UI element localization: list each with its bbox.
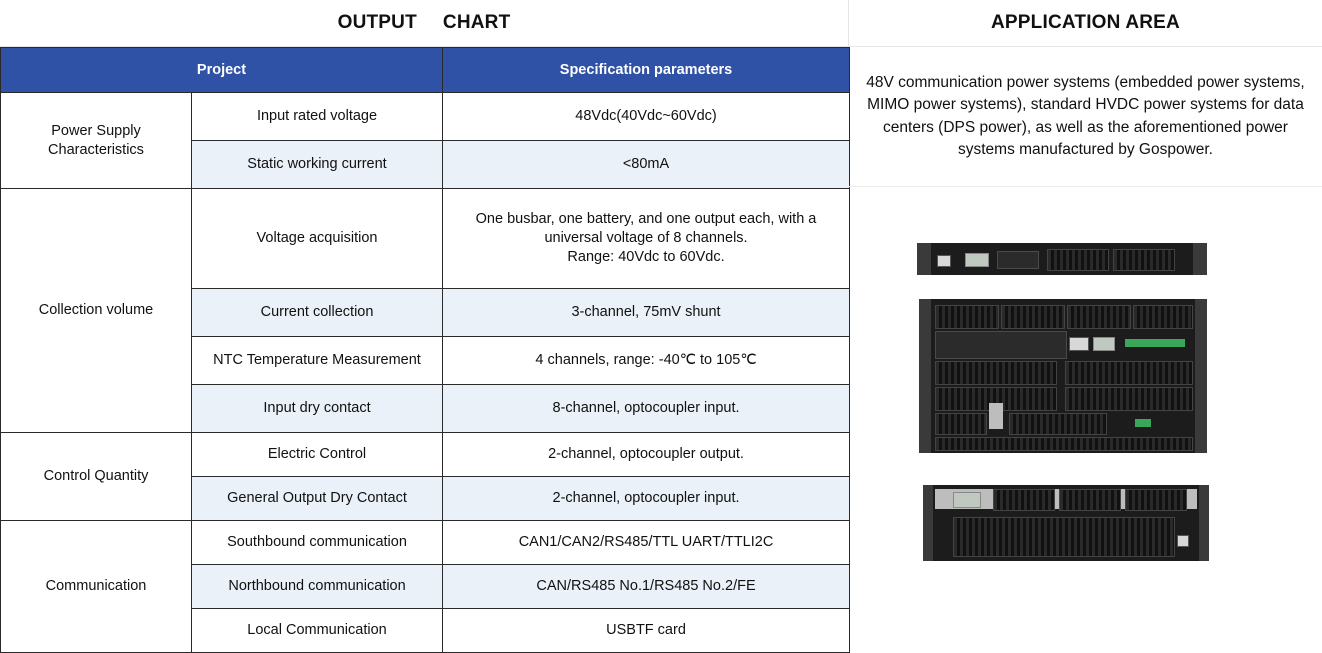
value-cell: CAN/RS485 No.1/RS485 No.2/FE (442, 564, 851, 609)
item-cell: Electric Control (190, 432, 444, 477)
controller-unit-2u (923, 485, 1209, 561)
value-line: universal voltage of 8 channels. (544, 230, 748, 246)
value-cell: 8-channel, optocoupler input. (442, 384, 851, 433)
column-header-project: Project (0, 47, 444, 93)
item-cell: Northbound communication (190, 564, 444, 609)
table-row: Static working current <80mA (0, 140, 851, 189)
output-chart-title: OUTPUT CHART (0, 0, 849, 47)
table-row: Control Quantity Electric Control 2-chan… (0, 432, 851, 521)
value-cell: 4 channels, range: -40℃ to 105℃ (442, 336, 851, 385)
table-row: Power Supply Characteristics Input rated… (0, 92, 851, 189)
value-cell: One busbar, one battery, and one output … (442, 188, 851, 289)
value-cell: USBTF card (442, 608, 851, 653)
title-word-chart: CHART (442, 12, 511, 33)
group-power-supply: Power Supply Characteristics (0, 92, 192, 189)
application-area-section: APPLICATION AREA 48V communication power… (849, 0, 1322, 652)
value-cell: CAN1/CAN2/RS485/TTL UART/TTLI2C (442, 520, 851, 565)
group-control-quantity: Control Quantity (0, 432, 192, 521)
product-image (849, 187, 1322, 652)
item-cell: General Output Dry Contact (190, 476, 444, 521)
title-word-output: OUTPUT (337, 12, 417, 33)
group-communication: Communication (0, 520, 192, 653)
value-line: One busbar, one battery, and one output … (475, 211, 817, 227)
rack-power-system (919, 299, 1207, 453)
item-cell: Voltage acquisition (190, 188, 444, 289)
application-area-description: 48V communication power systems (embedde… (849, 47, 1322, 187)
table-row: Collection volume Voltage acquisition On… (0, 188, 851, 433)
item-cell: Input dry contact (190, 384, 444, 433)
table-row: Communication Southbound communication C… (0, 520, 851, 653)
application-area-title: APPLICATION AREA (849, 0, 1322, 47)
output-chart-section: OUTPUT CHART Project Specification param… (0, 0, 851, 653)
item-cell: Local Communication (190, 608, 444, 653)
value-cell: <80mA (442, 140, 851, 189)
column-header-spec: Specification parameters (442, 47, 851, 93)
item-cell: NTC Temperature Measurement (190, 336, 444, 385)
item-cell: Static working current (190, 140, 444, 189)
item-cell: Southbound communication (190, 520, 444, 565)
controller-unit-1u (917, 243, 1207, 275)
item-cell: Current collection (190, 288, 444, 337)
value-line: Range: 40Vdc to 60Vdc. (567, 249, 725, 265)
group-collection-volume: Collection volume (0, 188, 192, 433)
item-cell: Input rated voltage (190, 92, 444, 141)
spec-table: Project Specification parameters Power S… (0, 47, 851, 653)
value-cell: 2-channel, optocoupler input. (442, 476, 851, 521)
value-cell: 2-channel, optocoupler output. (442, 432, 851, 477)
value-cell: 48Vdc(40Vdc~60Vdc) (442, 92, 851, 141)
value-cell: 3-channel, 75mV shunt (442, 288, 851, 337)
